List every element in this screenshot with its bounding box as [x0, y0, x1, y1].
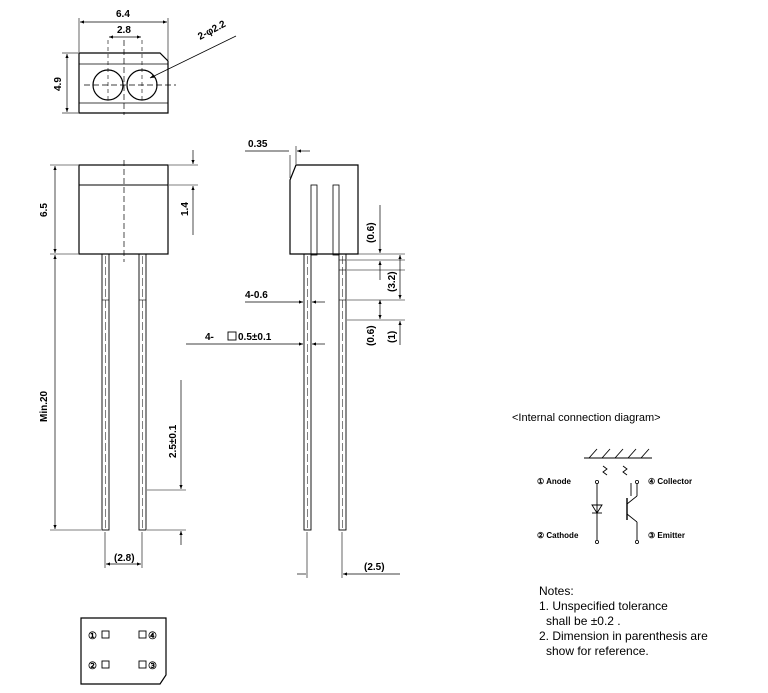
dim-hole-spacing: 2.8	[117, 25, 131, 36]
note-2: 2. Dimension in parenthesis are	[539, 629, 708, 643]
light-arrow-icon-2	[622, 465, 628, 476]
circuit-diagram	[584, 448, 652, 541]
dim-hole-callout: 2-φ2.2	[196, 19, 228, 43]
dim-lead-min: Min.20	[39, 390, 50, 422]
square-symbol	[227, 331, 237, 341]
pinout-p2: ②	[88, 661, 97, 672]
dim-top-width: 6.4	[116, 9, 130, 20]
dim-side-25: (2.5)	[364, 562, 385, 573]
diode-icon	[591, 504, 603, 514]
dim-side-offset: 0.35	[248, 139, 268, 150]
pinout-pad-1	[101, 630, 110, 639]
pin2-label: ② Cathode	[537, 531, 579, 540]
dim-lead-section-value: 0.5±0.1	[238, 332, 272, 343]
pin1-label: ① Anode	[537, 477, 572, 486]
pinout-p3: ③	[148, 661, 157, 672]
dim-body-height: 6.5	[39, 203, 50, 217]
pin3-label: ③ Emitter	[648, 531, 685, 540]
dim-top-height: 4.9	[53, 77, 64, 91]
front-body	[78, 164, 169, 255]
dim-lead-pitch-front: 2.5±0.1	[168, 424, 179, 458]
note-1: 1. Unspecified tolerance	[539, 599, 668, 613]
pinout-pad-4	[138, 630, 147, 639]
dim-lead-section: 4-	[205, 332, 214, 343]
note-2-cont: show for reference.	[546, 644, 649, 658]
dim-side-06-lower: (0.6)	[366, 325, 377, 346]
dim-lead-width: 4-0.6	[245, 290, 268, 301]
light-arrow-icon	[602, 465, 608, 476]
side-lead-left	[303, 253, 312, 531]
pinout-p1: ①	[88, 631, 97, 642]
pinout-pad-2	[101, 660, 110, 669]
side-body	[289, 164, 359, 255]
dim-side-1: (1)	[387, 331, 398, 343]
dim-side-32: (3.2)	[387, 271, 398, 292]
dim-top-step: 1.4	[180, 202, 191, 216]
notes-heading: Notes:	[539, 584, 574, 598]
side-lead-right	[338, 253, 347, 531]
top-view-outline	[78, 52, 169, 114]
pin4-label: ④ Collector	[648, 477, 692, 486]
pinout-p4: ④	[148, 631, 157, 642]
circuit-terminals	[595, 479, 640, 545]
circuit-title: <Internal connection diagram>	[512, 412, 661, 424]
front-view	[50, 150, 198, 568]
dim-lead-spacing-bottom: (2.8)	[114, 553, 135, 564]
pinout-pad-3	[138, 660, 147, 669]
front-lead-right	[138, 253, 147, 531]
note-1-cont: shall be ±0.2 .	[546, 614, 621, 628]
side-view	[186, 146, 405, 578]
dim-side-06-upper: (0.6)	[366, 222, 377, 243]
top-view	[62, 18, 237, 115]
notes-block: Notes: 1. Unspecified tolerance shall be…	[539, 584, 708, 659]
front-lead-left	[101, 253, 110, 531]
pinout-outline	[80, 617, 167, 685]
